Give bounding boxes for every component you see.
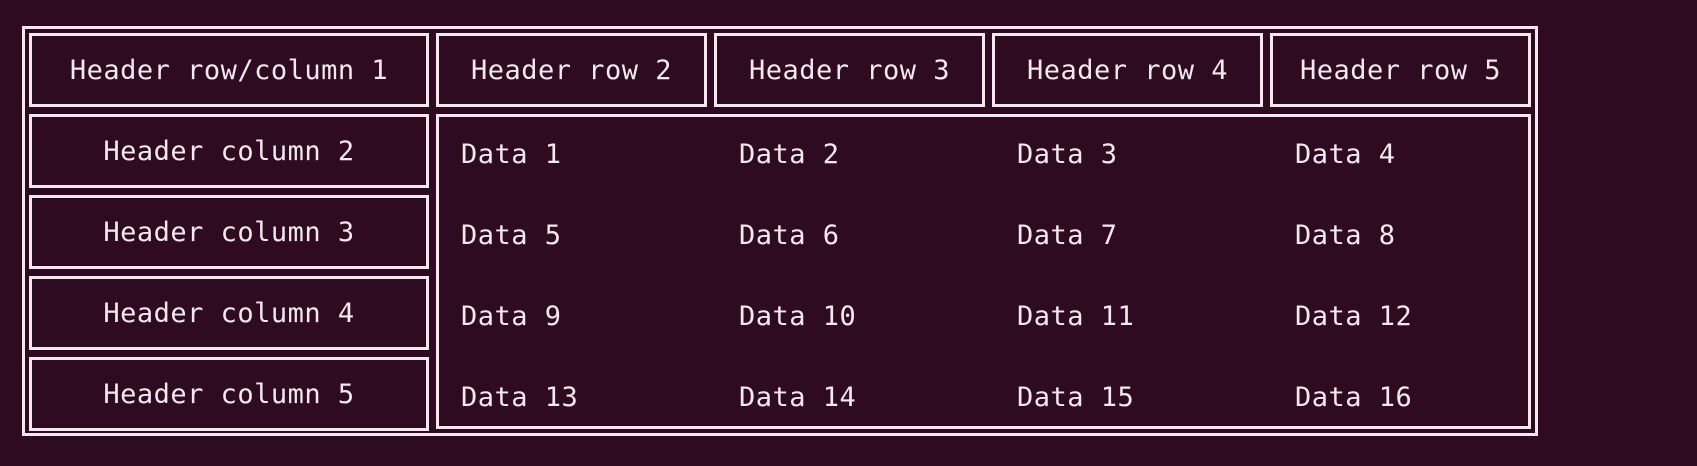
column-header-4[interactable]: Header row 4 — [992, 33, 1263, 107]
data-cell[interactable]: Data 15 — [1017, 381, 1135, 413]
data-cell[interactable]: Data 6 — [739, 219, 840, 251]
data-cell[interactable]: Data 10 — [739, 300, 857, 332]
data-cell[interactable]: Data 1 — [461, 138, 562, 170]
table-row: Data 13 Data 14 Data 15 Data 16 — [439, 360, 1528, 434]
column-header-2[interactable]: Header row 2 — [436, 33, 707, 107]
data-cell[interactable]: Data 5 — [461, 219, 562, 251]
data-cell[interactable]: Data 12 — [1295, 300, 1413, 332]
data-cell[interactable]: Data 2 — [739, 138, 840, 170]
column-header-3[interactable]: Header row 3 — [714, 33, 985, 107]
data-cell[interactable]: Data 4 — [1295, 138, 1396, 170]
data-cell[interactable]: Data 14 — [739, 381, 857, 413]
data-cell[interactable]: Data 3 — [1017, 138, 1118, 170]
data-cell[interactable]: Data 16 — [1295, 381, 1413, 413]
data-cell[interactable]: Data 7 — [1017, 219, 1118, 251]
column-header-5[interactable]: Header row 5 — [1270, 33, 1531, 107]
table-data-block: Data 1 Data 2 Data 3 Data 4 Data 5 Data … — [436, 114, 1531, 429]
table-row: Data 5 Data 6 Data 7 Data 8 — [439, 198, 1528, 272]
row-header-column: Header column 2 Header column 3 Header c… — [29, 114, 429, 431]
row-header-5[interactable]: Header column 5 — [29, 357, 429, 431]
column-header-1[interactable]: Header row/column 1 — [29, 33, 429, 107]
row-header-2[interactable]: Header column 2 — [29, 114, 429, 188]
row-header-4[interactable]: Header column 4 — [29, 276, 429, 350]
data-cell[interactable]: Data 13 — [461, 381, 579, 413]
table-header-row: Header row/column 1 Header row 2 Header … — [29, 33, 1531, 107]
data-cell[interactable]: Data 11 — [1017, 300, 1135, 332]
data-table: Header row/column 1 Header row 2 Header … — [22, 26, 1538, 436]
table-row: Data 9 Data 10 Data 11 Data 12 — [439, 279, 1528, 353]
row-header-3[interactable]: Header column 3 — [29, 195, 429, 269]
table-row: Data 1 Data 2 Data 3 Data 4 — [439, 117, 1528, 191]
table-grid: Header row/column 1 Header row 2 Header … — [29, 33, 1531, 431]
data-cell[interactable]: Data 8 — [1295, 219, 1396, 251]
data-cell[interactable]: Data 9 — [461, 300, 562, 332]
